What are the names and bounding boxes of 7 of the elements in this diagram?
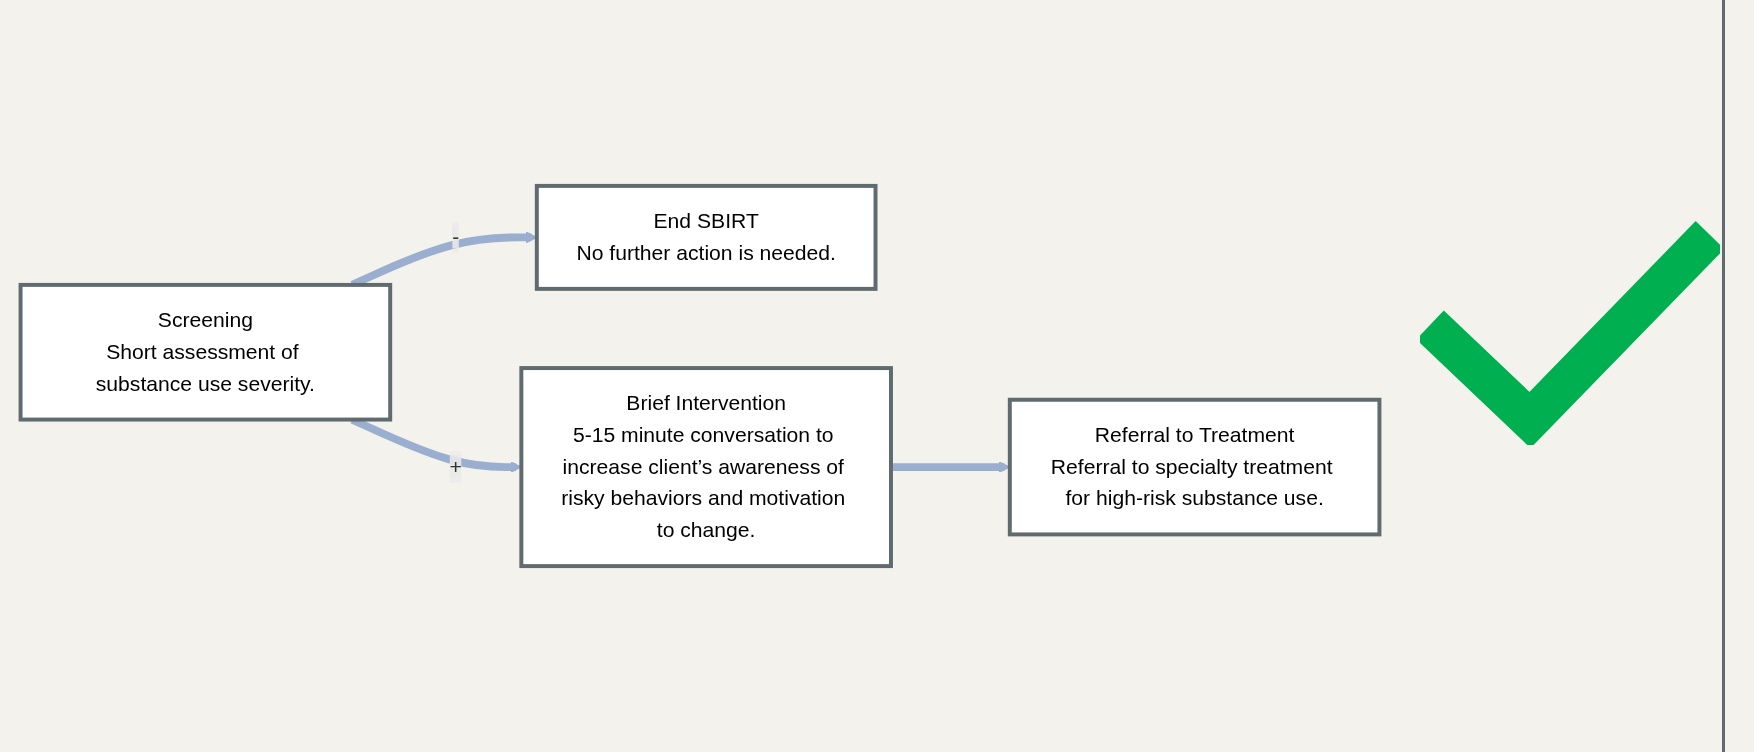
edge-label: -	[452, 225, 460, 248]
node-box: Screening Short assessment of substance use severity.	[18, 282, 393, 422]
arrow	[891, 461, 1011, 473]
node-box: Brief Intervention 5-15 minute conversation to increase client’s awareness of risky behaviors and motivation to change.	[519, 366, 893, 569]
edge-label: +	[449, 455, 462, 478]
node-box: End SBIRT No further action is needed.	[534, 183, 878, 291]
node-box: Referral to Treatment Referral to specialty treatment for high-risk substance use.	[1007, 397, 1382, 537]
